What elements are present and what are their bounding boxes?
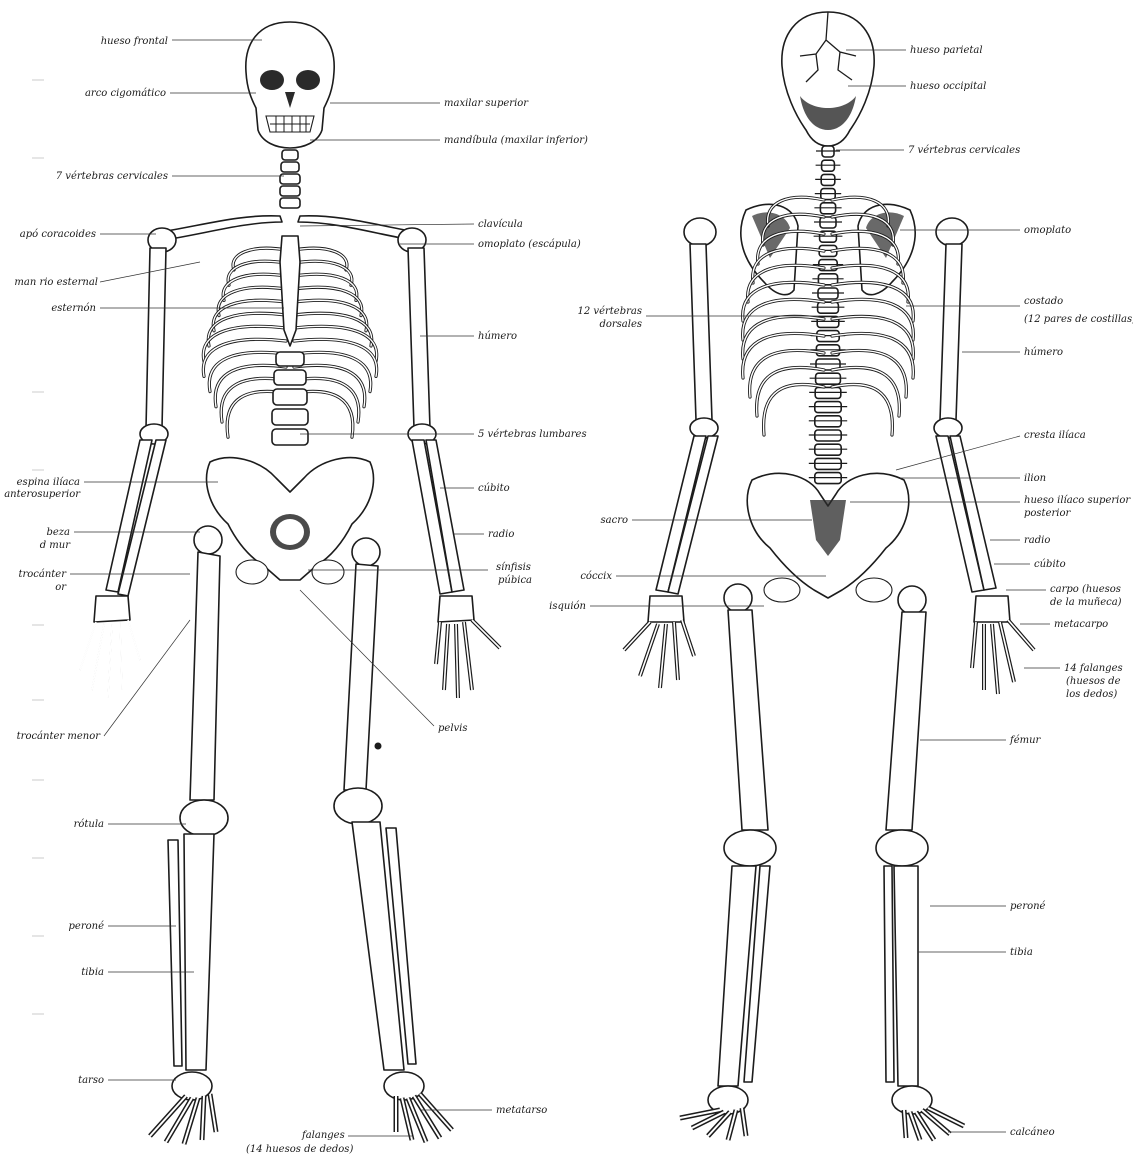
label-cubito-back: cúbito — [1034, 559, 1066, 570]
label-cabeza-femur-2: d mur — [40, 540, 72, 551]
label-omoplato-back: omoplato — [1024, 225, 1071, 236]
label-tibia-back: tibia — [1010, 947, 1033, 958]
front-sternum — [280, 236, 300, 346]
label-maxilar-superior: maxilar superior — [444, 98, 529, 109]
label-espina-iliaca-1: espina ilíaca — [17, 477, 80, 488]
label-iliaco-superior-2: posterior — [1024, 508, 1071, 519]
label-espina-iliaca-2: anterosuperior — [4, 489, 81, 500]
label-metatarso: metatarso — [496, 1105, 547, 1116]
back-labels: hueso parietal hueso occipital 7 vértebr… — [549, 45, 1133, 1138]
label-vertebras-lumbares: 5 vértebras lumbares — [478, 429, 587, 440]
label-carpo-2: de la muñeca) — [1050, 597, 1122, 608]
label-cresta-iliaca: cresta ilíaca — [1024, 430, 1086, 441]
label-costado-2: (12 pares de costillas) — [1024, 314, 1133, 325]
label-apofisis-coracoides: apó coracoides — [20, 229, 96, 240]
label-arco-cigomatico: arco cigomático — [85, 88, 166, 99]
label-carpo-1: carpo (huesos — [1050, 584, 1121, 595]
label-vertebras-cervicales-back: 7 vértebras cervicales — [908, 145, 1020, 156]
back-hands — [624, 596, 1034, 694]
front-lumbar — [272, 352, 308, 445]
label-radio-back: radio — [1024, 535, 1050, 546]
label-falanges-1: falanges — [301, 1130, 345, 1141]
label-vertebras-cervicales: 7 vértebras cervicales — [56, 171, 168, 182]
front-rib-right — [294, 339, 377, 376]
label-humero: húmero — [478, 331, 517, 342]
front-legs — [150, 526, 452, 1144]
front-rib-left — [203, 339, 286, 376]
label-costado-1: costado — [1024, 296, 1063, 307]
label-falanges-back-2: (huesos de — [1066, 676, 1121, 687]
label-vertebras-dorsales-1: 12 vértebras — [578, 306, 642, 317]
label-cabeza-femur-1: beza — [46, 527, 70, 538]
label-mandibula: mandíbula (maxilar inferior) — [444, 135, 588, 146]
label-trocanter-mayor-1: trocánter — [18, 569, 67, 580]
label-radio: radio — [488, 529, 514, 540]
front-skull — [246, 22, 334, 148]
label-ilion: ilion — [1024, 473, 1046, 484]
label-iliaco-superior-1: hueso ilíaco superior — [1024, 495, 1131, 506]
label-sinfisis-2: púbica — [498, 575, 532, 586]
label-humero-back: húmero — [1024, 347, 1063, 358]
label-falanges-2: (14 huesos de dedos) — [246, 1144, 353, 1155]
label-tarso: tarso — [78, 1075, 104, 1086]
front-skeleton — [80, 22, 500, 1144]
label-trocanter-menor: trocánter menor — [17, 731, 102, 742]
label-tibia: tibia — [81, 967, 104, 978]
label-hueso-frontal: hueso frontal — [101, 36, 168, 47]
label-vertebras-dorsales-2: dorsales — [599, 319, 642, 330]
front-cervical — [280, 150, 300, 208]
label-metacarpo: metacarpo — [1054, 619, 1108, 630]
front-rib-left — [203, 326, 286, 361]
label-perone-back: peroné — [1010, 901, 1046, 912]
label-rotula: rótula — [74, 819, 104, 830]
label-falanges-back-3: los dedos) — [1066, 689, 1117, 700]
label-cubito: cúbito — [478, 483, 510, 494]
label-clavicula: clavícula — [478, 219, 523, 230]
front-hands — [80, 596, 500, 698]
label-sacro: sacro — [601, 515, 629, 526]
label-trocanter-mayor-2: or — [55, 582, 67, 593]
label-perone: peroné — [69, 921, 105, 932]
label-isquion: isquión — [549, 601, 586, 612]
label-pelvis: pelvis — [438, 723, 468, 734]
label-sinfisis-1: sínfisis — [496, 562, 531, 573]
label-omoplato: omoplato (escápula) — [478, 239, 581, 250]
label-coccix: cóccix — [580, 571, 612, 582]
label-femur: fémur — [1009, 735, 1042, 746]
back-legs — [680, 584, 964, 1140]
label-calcaneo: calcáneo — [1010, 1127, 1055, 1138]
label-falanges-back-1: 14 falanges — [1064, 663, 1123, 674]
front-rib-right — [294, 326, 377, 361]
label-esternon: esternón — [51, 303, 96, 314]
front-clavicle-left — [160, 216, 282, 240]
label-manubrio-esternal: man rio esternal — [14, 277, 98, 288]
label-hueso-parietal: hueso parietal — [910, 45, 983, 56]
label-hueso-occipital: hueso occipital — [910, 81, 986, 92]
